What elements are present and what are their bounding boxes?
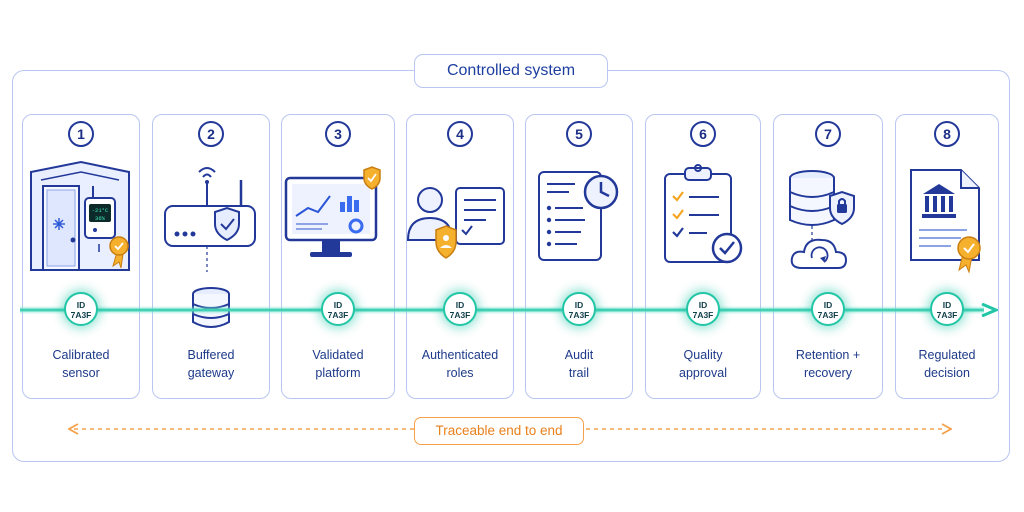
step-number-1: 1 [68,121,94,147]
step-number-8: 8 [934,121,960,147]
traceability-arrow [68,423,952,435]
audit-log-clock-icon [538,171,619,261]
checklist-clipboard-icon [664,164,743,264]
buffer-database-icon [192,287,230,328]
step-number-6: 6 [690,121,716,147]
step-number-2: 2 [198,121,224,147]
step-number-3: 3 [325,121,351,147]
data-flow-line [20,303,998,317]
cold-room-sensor-icon: -21°C 36% [30,160,130,271]
step-card-4 [406,114,514,399]
step-number-7: 7 [815,121,841,147]
sensor-temperature: -21°C [92,207,109,214]
step-number-5: 5 [566,121,592,147]
secure-router-icon [164,167,256,272]
dashboard-monitor-icon [284,166,381,257]
traceable-label: Traceable end to end [414,417,584,445]
regulatory-document-icon [910,169,981,274]
step-card-2 [152,114,270,399]
step-label-7: Retention +recovery [795,348,861,380]
system-title: Controlled system [414,54,608,88]
user-roles-icon [406,187,505,259]
sensor-humidity: 36% [95,215,106,222]
database-cloud-backup-icon [789,170,855,269]
step-number-4: 4 [447,121,473,147]
certified-seal-icon [109,236,129,269]
